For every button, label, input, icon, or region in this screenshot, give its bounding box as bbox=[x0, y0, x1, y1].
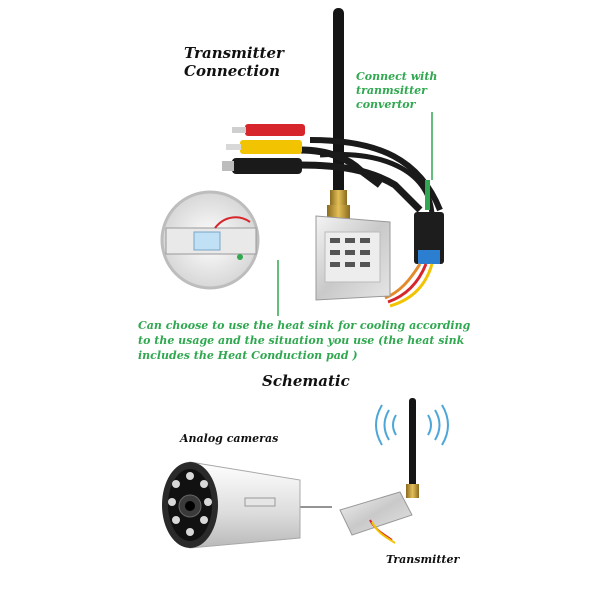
heatsink-zoom bbox=[160, 190, 260, 290]
heatsink-note: Can choose to use the heat sink for cool… bbox=[138, 318, 470, 363]
rca-cables bbox=[222, 124, 443, 216]
analog-cameras-label: Analog cameras bbox=[180, 432, 279, 445]
antenna-icon bbox=[327, 8, 350, 219]
leader-lines bbox=[277, 112, 433, 316]
converter-note: Connect with tranmsitter convertor bbox=[356, 70, 437, 112]
transmitter-connection-title: Transmitter Connection bbox=[184, 44, 284, 80]
wireless-signal-icon bbox=[375, 404, 449, 446]
transmitter-label: Transmitter bbox=[386, 553, 460, 566]
title-line-2: Connection bbox=[184, 62, 280, 80]
title-line-1: Transmitter bbox=[184, 44, 284, 62]
schematic-transmitter bbox=[339, 491, 413, 544]
transmitter-module bbox=[315, 215, 391, 301]
camera-icon bbox=[162, 461, 301, 549]
converter-note-line-2: tranmsitter bbox=[356, 84, 427, 97]
heatsink-note-line-2: to the usage and the situation you use (… bbox=[138, 334, 465, 347]
schematic-antenna-icon bbox=[406, 398, 419, 498]
converter-note-line-1: Connect with bbox=[356, 70, 438, 83]
heatsink-note-line-3: includes the Heat Conduction pad ) bbox=[138, 349, 358, 362]
converter-note-line-3: convertor bbox=[356, 98, 416, 111]
heatsink-note-line-1: Can choose to use the heat sink for cool… bbox=[138, 319, 471, 332]
schematic-title: Schematic bbox=[262, 372, 350, 390]
converter-board bbox=[384, 180, 444, 308]
